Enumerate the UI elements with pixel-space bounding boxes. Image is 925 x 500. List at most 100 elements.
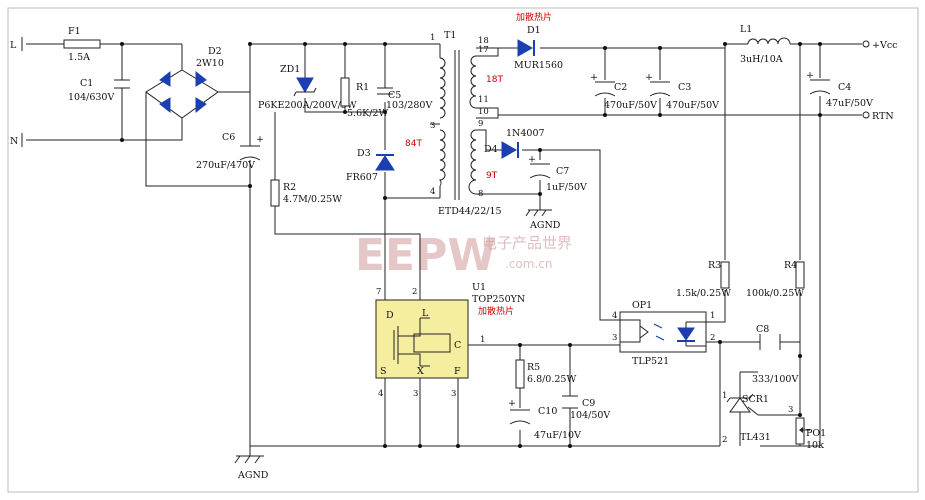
- capacitor-c4: + C4 47uF/50V: [806, 70, 873, 109]
- junction-dots: [120, 42, 822, 448]
- c4-ref: C4: [838, 82, 851, 93]
- op1-value: TLP521: [632, 356, 669, 367]
- t1-ref: T1: [444, 30, 456, 41]
- svg-text:18: 18: [478, 36, 489, 46]
- svg-text:1: 1: [710, 311, 715, 321]
- c9-value: 104/50V: [570, 410, 610, 421]
- capacitor-c3: + C3 470uF/50V: [645, 72, 719, 111]
- transformer-t1: T1 ETD44/22/15 84T 18T 9T 1 3 4 17 18 11…: [405, 30, 503, 217]
- svg-text:9: 9: [478, 119, 483, 129]
- svg-text:+: +: [256, 134, 264, 145]
- terminal-n-label: N: [10, 136, 18, 147]
- d1-note: 加散热片: [516, 11, 552, 23]
- resistor-r5: R5 6.8/0.25W: [515, 359, 576, 389]
- svg-text:2: 2: [710, 333, 715, 343]
- capacitor-c8: C8 333/100V: [752, 324, 798, 385]
- r4-value: 100k/0.25W: [746, 288, 804, 299]
- svg-text:F: F: [454, 366, 461, 377]
- capacitor-c10: + C10 47uF/10V: [508, 398, 581, 441]
- t1-core: ETD44/22/15: [438, 206, 502, 217]
- c4-value: 47uF/50V: [826, 98, 873, 109]
- l1-value: 3uH/10A: [740, 54, 783, 65]
- svg-text:3: 3: [788, 405, 793, 415]
- d1-ref: D1: [527, 25, 541, 36]
- c6-ref: C6: [222, 132, 235, 143]
- scr1-value: TL431: [740, 432, 771, 443]
- capacitor-c7: + C7 1uF/50V: [528, 154, 587, 193]
- agnd-bottom-label: AGND: [237, 470, 269, 481]
- scr1-ref: SCR1: [742, 394, 769, 405]
- svg-text:4: 4: [612, 311, 617, 321]
- svg-text:+: +: [590, 72, 598, 83]
- d3-ref: D3: [357, 148, 371, 159]
- r5-value: 6.8/0.25W: [527, 374, 576, 385]
- resistor-r4: R4 100k/0.25W: [746, 260, 805, 299]
- c3-value: 470uF/50V: [666, 100, 719, 111]
- d3-value: FR607: [346, 172, 378, 183]
- capacitor-c9: C9 104/50V: [562, 395, 610, 421]
- svg-text:1: 1: [480, 335, 485, 345]
- svg-text:11: 11: [478, 95, 489, 105]
- svg-text:2: 2: [412, 287, 417, 297]
- t1-aux-turns: 9T: [486, 171, 498, 181]
- svg-text:+: +: [806, 70, 814, 81]
- r3-value: 1.5k/0.25W: [676, 288, 731, 299]
- svg-text:S: S: [380, 366, 387, 377]
- r2-value: 4.7M/0.25W: [283, 194, 342, 205]
- svg-text:4: 4: [378, 389, 383, 399]
- c9-ref: C9: [582, 398, 595, 409]
- potentiometer-po1: PO1 10k: [795, 417, 826, 451]
- svg-text:L: L: [422, 308, 429, 319]
- agnd-mid-label: AGND: [529, 220, 561, 231]
- svg-text:8: 8: [478, 189, 483, 199]
- fuse-f1: F1 1.5A: [63, 26, 101, 63]
- vcc-terminal-icon: [862, 40, 870, 48]
- c5-value: 103/280V: [386, 100, 432, 111]
- r3-ref: R3: [708, 260, 721, 271]
- svg-text:C: C: [454, 340, 461, 351]
- capacitor-c1: C1 104/630V: [68, 78, 130, 103]
- d4-value: 1N4007: [506, 128, 545, 139]
- svg-text:3: 3: [430, 121, 435, 131]
- capacitor-c5: C5 103/280V: [377, 87, 432, 111]
- c2-value: 470uF/50V: [604, 100, 657, 111]
- d2-ref: D2: [208, 46, 222, 57]
- terminal-l-label: L: [10, 40, 17, 51]
- svg-text:1: 1: [722, 391, 727, 401]
- sheet-border: [7, 7, 919, 493]
- r5-ref: R5: [527, 362, 540, 373]
- r1-ref: R1: [356, 82, 369, 93]
- c1-ref: C1: [80, 78, 93, 89]
- t1-secondary-turns: 18T: [486, 75, 503, 85]
- d4-ref: D4: [484, 144, 498, 155]
- rtn-terminal-icon: [862, 111, 870, 119]
- r1-value: 5.6K/2W: [347, 108, 388, 119]
- svg-text:10: 10: [478, 107, 489, 117]
- svg-text:1: 1: [430, 33, 435, 43]
- t1-primary-turns: 84T: [405, 139, 422, 149]
- watermark-cn: 电子产品世界: [482, 234, 572, 252]
- capacitor-c2: + C2 470uF/50V: [590, 72, 657, 111]
- svg-text:3: 3: [451, 389, 456, 399]
- u1-note: 加散热片: [478, 305, 514, 317]
- f1-value: 1.5A: [68, 52, 90, 63]
- op1-ref: OP1: [632, 300, 652, 311]
- u1-value: TOP250YN: [472, 294, 525, 305]
- capacitor-c6: + C6 270uF/470V: [196, 132, 264, 171]
- diode-d3: D3 FR607: [346, 148, 395, 183]
- resistor-r1: R1 5.6K/2W: [340, 77, 388, 119]
- shunt-regulator-scr1: SCR1 TL431 1 2 3: [722, 391, 793, 445]
- d1-value: MUR1560: [514, 60, 563, 71]
- c7-ref: C7: [556, 166, 569, 177]
- optocoupler-op1: OP1 TLP521 4 3 1 2: [612, 300, 715, 367]
- svg-text:D: D: [386, 310, 394, 321]
- svg-text:+: +: [508, 398, 516, 409]
- c5-ref: C5: [388, 90, 401, 101]
- c3-ref: C3: [678, 82, 691, 93]
- agnd-bottom-symbol: AGND: [234, 446, 269, 481]
- svg-text:3: 3: [612, 333, 617, 343]
- svg-text:7: 7: [376, 287, 381, 297]
- c10-value: 47uF/10V: [534, 430, 581, 441]
